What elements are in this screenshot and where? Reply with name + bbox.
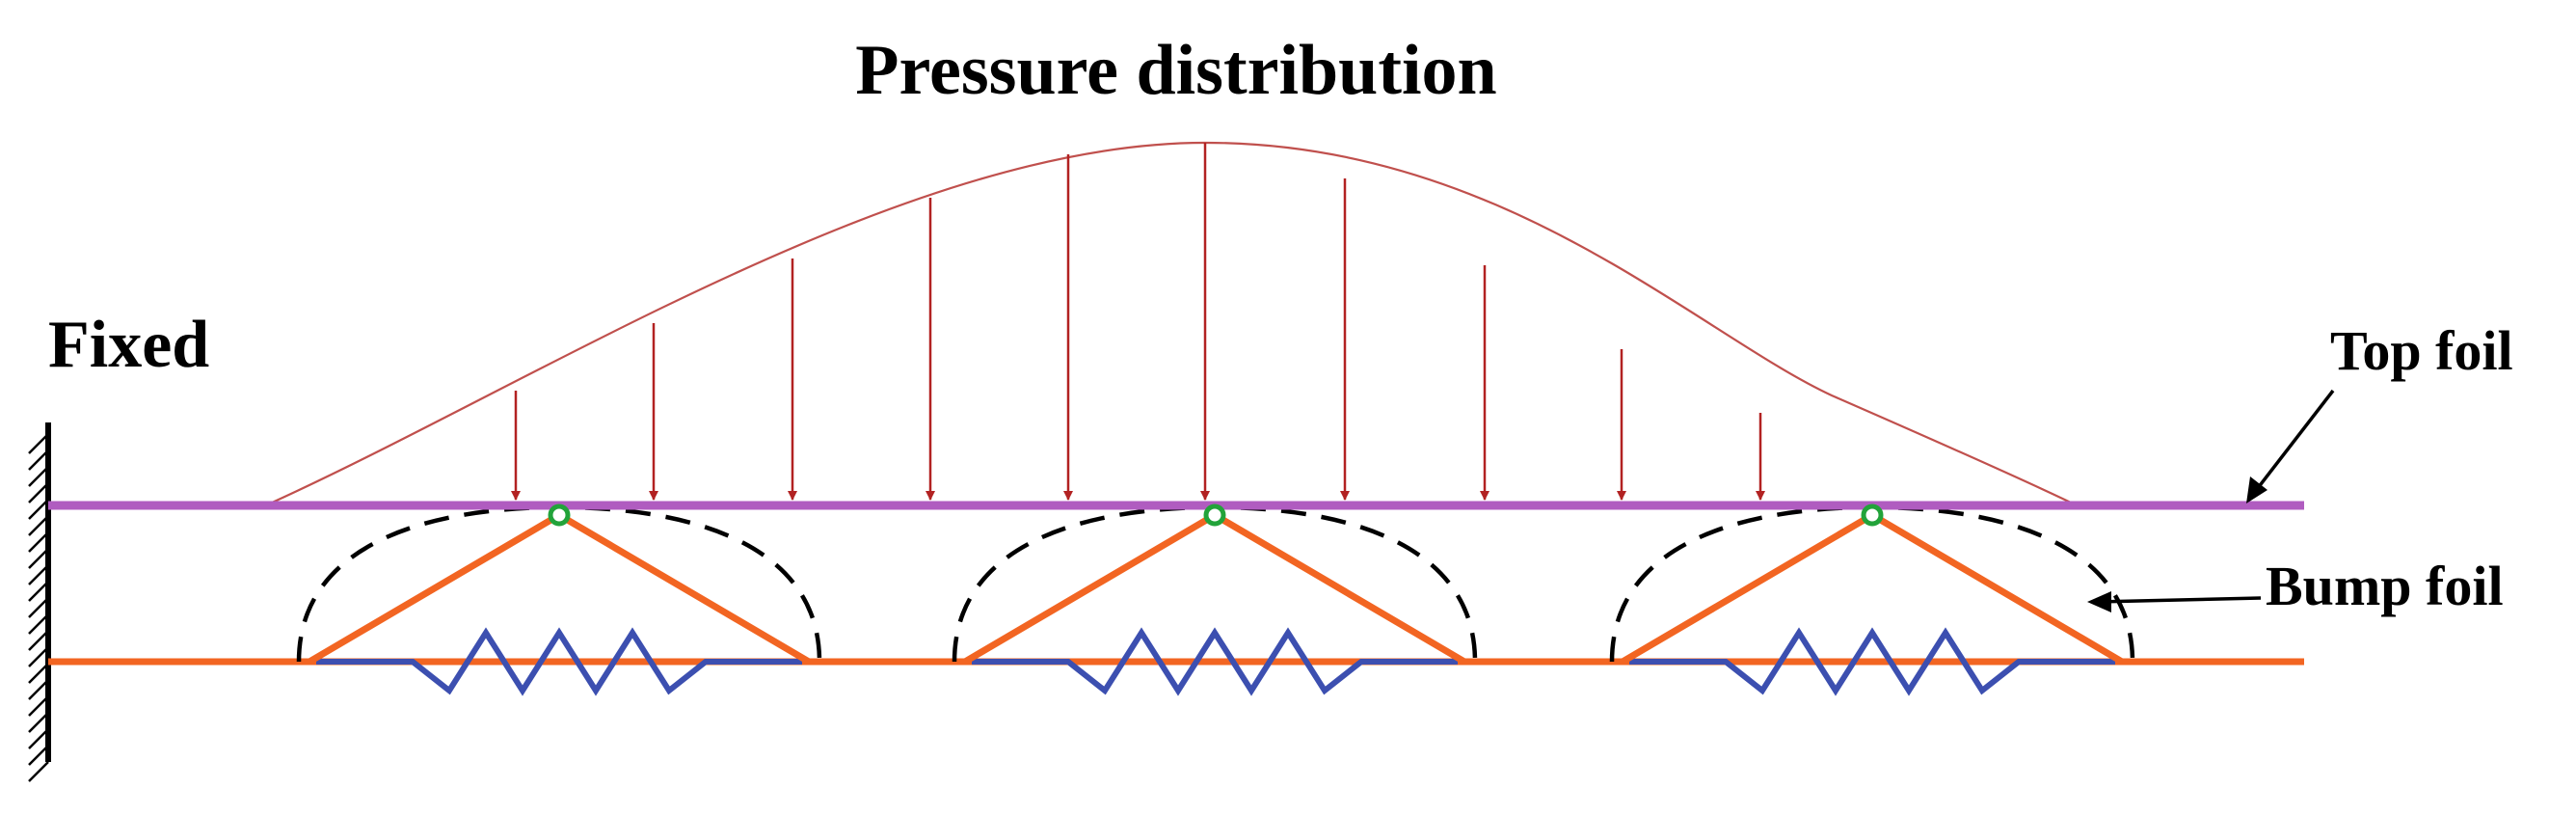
bump-leg (1621, 511, 2124, 666)
pivots (548, 503, 1884, 527)
pressure-curve (269, 141, 2074, 505)
top-foil-label: Top foil (2330, 319, 2513, 382)
bump-outline (1609, 504, 2135, 663)
pivot-joint (1203, 503, 1226, 527)
bump-outline (952, 504, 1478, 663)
spring (1629, 627, 2115, 696)
pivot-joint (548, 503, 571, 527)
diagram-title: Pressure distribution (855, 31, 1496, 110)
bump-foil-arrow (2087, 591, 2262, 612)
bump-leg (963, 511, 1466, 666)
bump-leg (308, 511, 811, 666)
bump-outline (296, 504, 822, 663)
spring (972, 627, 1458, 696)
spring (316, 627, 802, 696)
top-foil-arrow (2246, 389, 2335, 503)
fixed-label: Fixed (48, 308, 209, 382)
pressure-arrows (511, 143, 1765, 501)
fixed-wall (28, 422, 51, 782)
pivot-joint (1861, 503, 1884, 527)
bump-foil-label: Bump foil (2266, 555, 2504, 617)
